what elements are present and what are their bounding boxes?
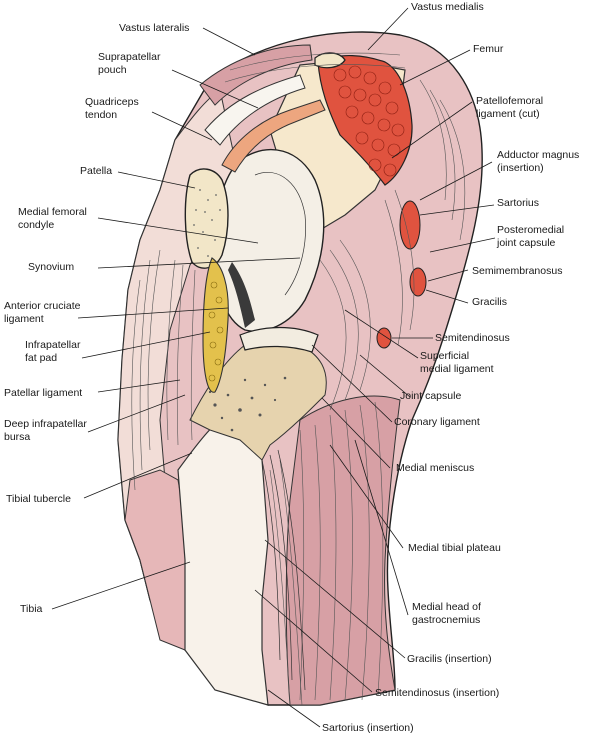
label-sartorius-insertion: Sartorius (insertion)	[322, 722, 414, 734]
label-tibial-tubercle: Tibial tubercle	[6, 493, 71, 505]
sartorius-muscle	[399, 200, 421, 250]
label-vastus-medialis: Vastus medialis	[411, 1, 484, 13]
label-medial-meniscus: Medial meniscus	[396, 462, 474, 474]
semimembranosus-muscle	[409, 267, 427, 297]
medial-meniscus-shape	[239, 326, 319, 353]
label-vastus-lateralis: Vastus lateralis	[119, 22, 189, 34]
tibia-trabeculae	[208, 376, 287, 432]
label-posteromedial-joint-capsule: Posteromedial joint capsule	[496, 224, 567, 249]
label-patellar-ligament: Patellar ligament	[4, 387, 82, 399]
patella-bone	[184, 168, 229, 269]
condyle-contour	[254, 172, 306, 296]
label-synovium: Synovium	[28, 261, 74, 273]
label-sartorius: Sartorius	[497, 197, 539, 209]
label-semitendinosus-insertion: Semitendinosus (insertion)	[375, 687, 499, 699]
fat-pad-lobules	[208, 281, 224, 382]
labels: Vastus lateralis Vastus medialis Suprapa…	[4, 1, 582, 734]
label-deep-infrapatellar-bursa: Deep infrapatellar bursa	[4, 418, 90, 443]
vastus-medialis-cells	[333, 65, 405, 177]
thigh-fibers	[224, 52, 466, 411]
label-femur: Femur	[473, 43, 504, 55]
label-medial-femoral-condyle: Medial femoral condyle	[18, 206, 90, 231]
tibia-bone	[177, 409, 269, 706]
gastrocnemius-muscle	[285, 395, 401, 706]
pes-anserinus-fibers	[261, 449, 306, 691]
calf-fibers	[269, 401, 384, 706]
label-coronary-ligament: Coronary ligament	[394, 416, 480, 428]
label-suprapatellar-pouch: Suprapatellar pouch	[98, 51, 163, 76]
suprapatellar-pouch-shape	[221, 99, 326, 173]
vastus-lateralis-muscle	[199, 44, 313, 106]
label-semitendinosus: Semitendinosus	[435, 332, 510, 344]
label-adductor-magnus: Adductor magnus (insertion)	[497, 149, 582, 174]
patella-stipple	[193, 189, 221, 257]
label-quadriceps-tendon: Quadriceps tendon	[85, 96, 142, 121]
label-gracilis: Gracilis	[472, 296, 507, 308]
label-patellofemoral-ligament: Patellofemoral ligament (cut)	[476, 95, 546, 120]
label-anterior-cruciate-ligament: Anterior cruciate ligament	[4, 300, 83, 325]
label-patella: Patella	[80, 165, 112, 177]
quadriceps-tendon-band	[204, 74, 306, 146]
gracilis-muscle	[376, 327, 392, 349]
label-medial-head-gastrocnemius: Medial head of gastrocnemius	[412, 601, 484, 626]
anterior-fibers	[131, 249, 196, 491]
lower-leg-skin	[124, 469, 186, 651]
label-infrapatellar-fat-pad: Infrapatellar fat pad	[25, 339, 83, 364]
label-superficial-medial-ligament: Superficial medial ligament	[420, 350, 494, 375]
label-tibia: Tibia	[20, 603, 43, 615]
label-joint-capsule: Joint capsule	[400, 390, 461, 402]
label-medial-tibial-plateau: Medial tibial plateau	[408, 542, 501, 554]
label-gracilis-insertion: Gracilis (insertion)	[407, 653, 492, 665]
label-semimembranosus: Semimembranosus	[472, 265, 562, 277]
infrapatellar-fat-pad-shape	[202, 257, 229, 393]
leader-lines	[51, 7, 496, 728]
joint-space	[228, 262, 255, 328]
femur-cut-end	[314, 52, 346, 69]
